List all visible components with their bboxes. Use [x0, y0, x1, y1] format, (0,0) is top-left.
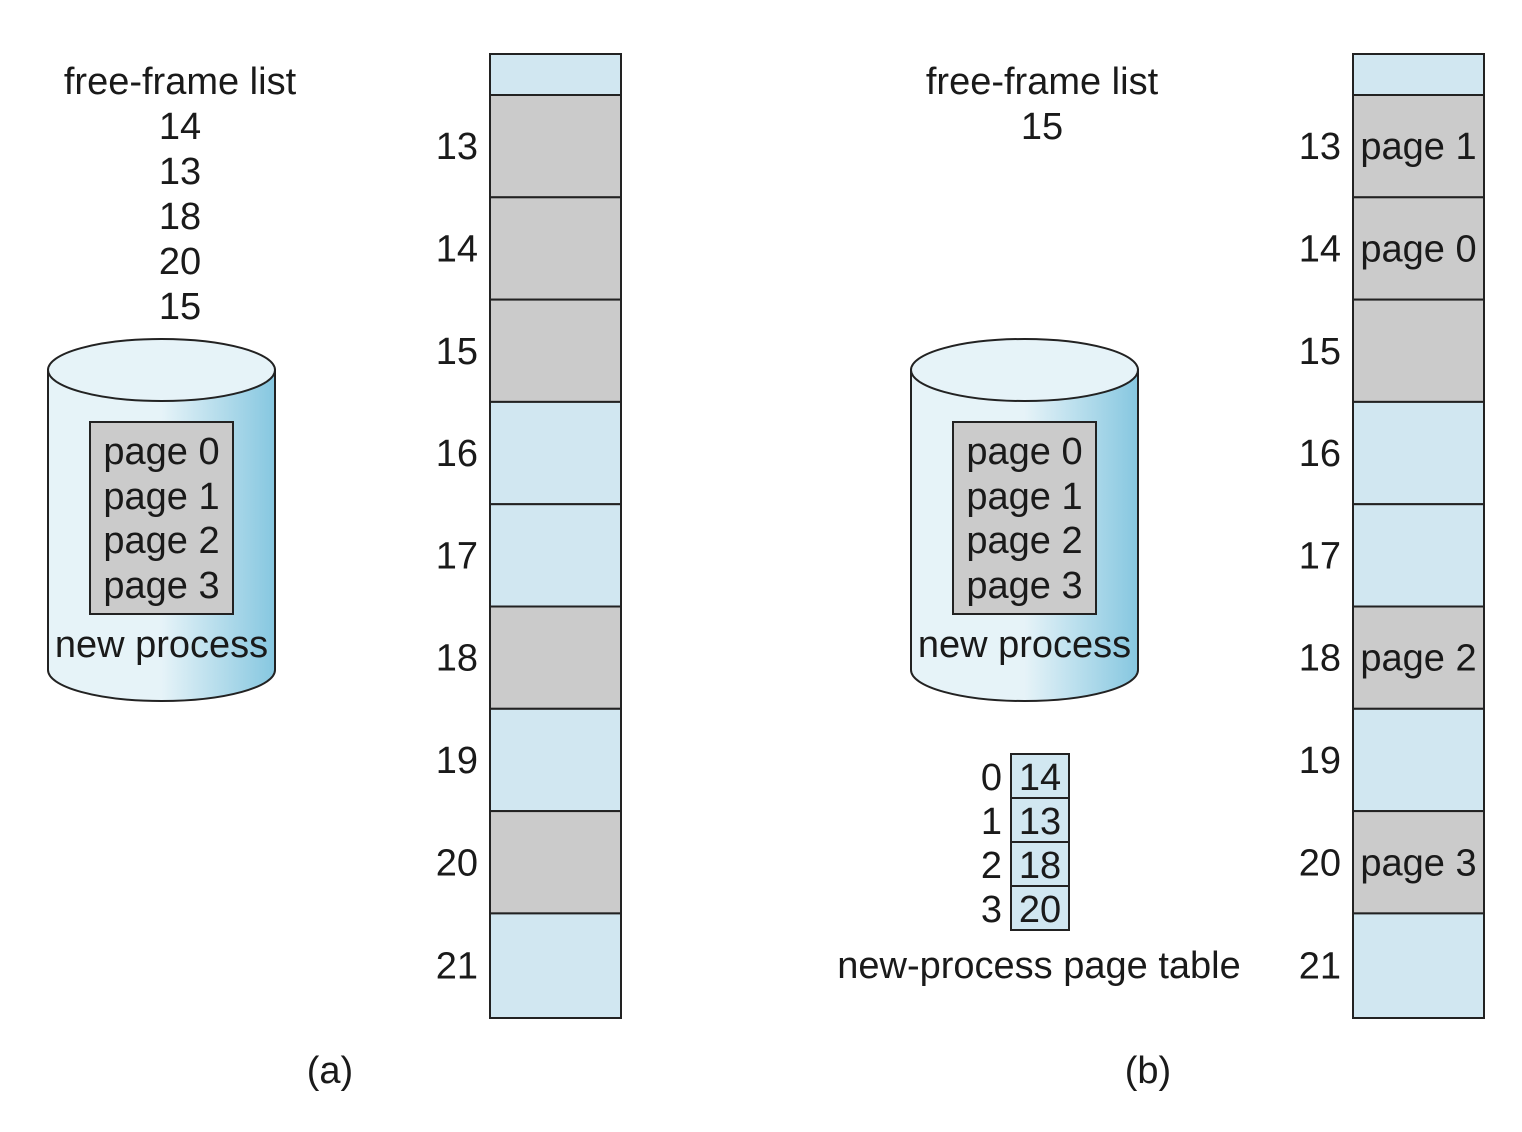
page-table: 0 14 1 13 2 18 3 20 new-process page tab… — [837, 753, 1241, 987]
frame-number: 13 — [436, 126, 478, 168]
frame-number: 17 — [1299, 535, 1341, 577]
caption-a: (a) — [307, 1050, 353, 1092]
memory-frame — [489, 53, 622, 96]
memory-frame: 15 — [436, 298, 622, 403]
free-frame-list-title: free-frame list — [926, 61, 1159, 103]
frame-content: page 2 — [1360, 638, 1476, 680]
page-table-index: 2 — [981, 845, 1002, 887]
panel-b: free-frame list 15 page 0 page 1 page 2 … — [837, 53, 1485, 1092]
page-table-index: 0 — [981, 757, 1002, 799]
memory-frame: 13 — [436, 94, 622, 199]
memory-frame: 16 — [436, 400, 622, 506]
memory-frame: 21 — [436, 912, 622, 1020]
disk-label: new process — [55, 624, 268, 666]
page-table-frame: 13 — [1019, 801, 1061, 843]
frame-number: 15 — [436, 331, 478, 373]
page-table-row: 3 20 — [981, 885, 1070, 931]
frame-content: page 3 — [1360, 842, 1476, 884]
frame-number: 19 — [436, 740, 478, 782]
frame-number: 19 — [1299, 740, 1341, 782]
frame-content: page 0 — [1360, 228, 1476, 270]
memory-column-a: 13 14 15 16 17 18 19 20 21 — [436, 53, 622, 1020]
page-table-frame: 18 — [1019, 845, 1061, 887]
free-frame-entry: 15 — [1021, 106, 1063, 148]
page-table-index: 3 — [981, 889, 1002, 931]
disk-page-label: page 0 — [103, 431, 219, 473]
memory-frame: 17 — [1299, 503, 1485, 608]
frame-number: 21 — [1299, 946, 1341, 988]
panel-a: free-frame list 14 13 18 20 15 page 0 pa… — [47, 53, 622, 1092]
frame-number: 16 — [1299, 433, 1341, 475]
memory-frame: 15 — [1299, 298, 1485, 403]
page-table-frame: 14 — [1019, 757, 1061, 799]
page-table-label: new-process page table — [837, 945, 1240, 987]
free-frame-entry: 18 — [159, 196, 201, 238]
page-table-frame: 20 — [1019, 889, 1061, 931]
free-frame-entry: 20 — [159, 241, 201, 283]
disk-page-label: page 2 — [966, 520, 1082, 562]
memory-frame: 18 page 2 — [1299, 605, 1485, 710]
free-frame-list-title: free-frame list — [64, 61, 297, 103]
page-table-row: 0 14 — [981, 753, 1070, 799]
free-frame-list-b: free-frame list 15 — [926, 61, 1159, 148]
memory-frame: 14 — [436, 196, 622, 301]
frame-number: 14 — [1299, 228, 1341, 270]
memory-frame: 16 — [1299, 400, 1485, 506]
disk-page-label: page 2 — [103, 520, 219, 562]
disk-icon: page 0 page 1 page 2 page 3 new process — [910, 338, 1139, 702]
memory-frame — [1352, 53, 1485, 96]
memory-frame: 19 — [436, 707, 622, 813]
memory-frame: 20 — [436, 810, 622, 915]
page-table-row: 1 13 — [981, 797, 1070, 843]
memory-frame: 13 page 1 — [1299, 94, 1485, 199]
disk-page-label: page 1 — [103, 476, 219, 518]
memory-frame: 17 — [436, 503, 622, 608]
disk-page-label: page 1 — [966, 476, 1082, 518]
frame-number: 13 — [1299, 126, 1341, 168]
frame-number: 16 — [436, 433, 478, 475]
memory-frame: 20 page 3 — [1299, 810, 1485, 915]
frame-number: 18 — [1299, 638, 1341, 680]
disk-page-label: page 3 — [966, 565, 1082, 607]
page-table-row: 2 18 — [981, 841, 1070, 887]
caption-b: (b) — [1125, 1050, 1171, 1092]
frame-number: 20 — [436, 842, 478, 884]
frame-number: 14 — [436, 228, 478, 270]
frame-number: 21 — [436, 946, 478, 988]
disk-icon: page 0 page 1 page 2 page 3 new process — [47, 338, 276, 702]
free-frame-entry: 14 — [159, 106, 201, 148]
memory-frame: 18 — [436, 605, 622, 710]
free-frame-list-a: free-frame list 14 13 18 20 15 — [64, 61, 297, 328]
frame-content: page 1 — [1360, 126, 1476, 168]
frame-number: 15 — [1299, 331, 1341, 373]
memory-frame: 19 — [1299, 707, 1485, 813]
memory-frame: 21 — [1299, 912, 1485, 1020]
disk-page-label: page 0 — [966, 431, 1082, 473]
memory-frame: 14 page 0 — [1299, 196, 1485, 301]
disk-page-label: page 3 — [103, 565, 219, 607]
disk-label: new process — [918, 624, 1131, 666]
free-frame-entry: 15 — [159, 286, 201, 328]
frame-number: 18 — [436, 638, 478, 680]
page-table-index: 1 — [981, 801, 1002, 843]
memory-column-b: 13 page 1 14 page 0 15 16 17 18 page 2 19 20 page 3… — [1299, 53, 1485, 1020]
free-frame-entry: 13 — [159, 151, 201, 193]
frame-number: 17 — [436, 535, 478, 577]
frame-number: 20 — [1299, 842, 1341, 884]
